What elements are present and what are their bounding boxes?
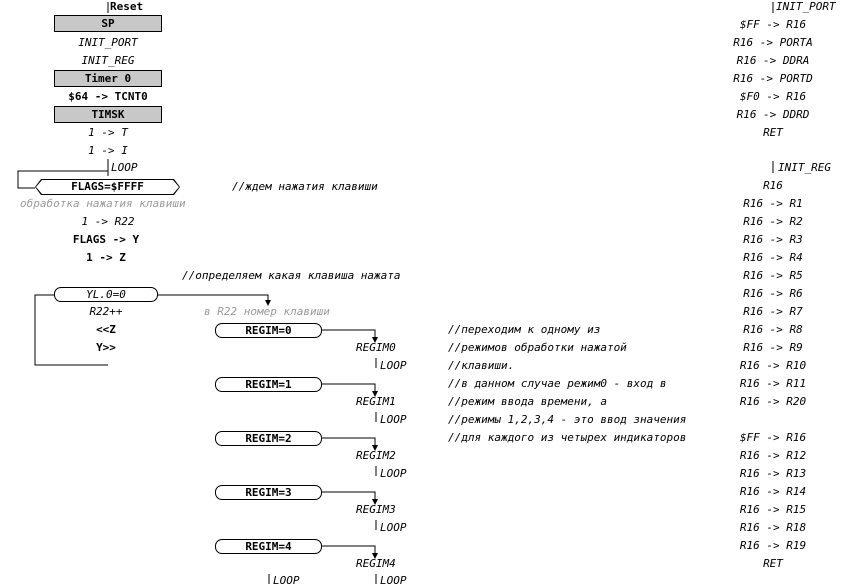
regim4-decision: REGIM=4 (215, 539, 322, 554)
set-z-step: 1 -> Z (86, 251, 126, 264)
flags-comment: //ждем нажатия клавиши (232, 180, 378, 193)
init-reg-line: R16 -> R4 (743, 251, 803, 264)
init-reg-line: R16 -> R11 (739, 377, 807, 390)
flags-check-decision: FLAGS=$FFFF (36, 180, 179, 194)
shift-z-step: <<Z (96, 323, 116, 336)
timer0-block: Timer 0 (54, 70, 162, 87)
reset-label: Reset (110, 0, 144, 13)
comment-line-2: //режимов обработки нажатой (448, 341, 627, 354)
sp-block: SP (54, 15, 162, 32)
init-reg-line: R16 (763, 179, 783, 192)
init-reg-line: $FF -> R16 (739, 431, 807, 444)
regim0-decision: REGIM=0 (215, 323, 322, 338)
set-i-step: 1 -> I (88, 144, 128, 157)
shift-loop-path (34, 294, 108, 366)
comment-line-4: //в данном случае режим0 - вход в (448, 377, 667, 390)
regim2-target: REGIM2 (356, 449, 396, 462)
init-port-title: INIT_PORT (776, 0, 836, 13)
init-reg-line: R16 -> R1 (743, 197, 803, 210)
init-reg-line: R16 -> R2 (743, 215, 803, 228)
regim4-target: REGIM4 (356, 557, 396, 570)
init-reg-title: INIT_REG (778, 161, 831, 174)
regim0-loop: LOOP (380, 359, 407, 372)
set-t-step: 1 -> T (88, 126, 128, 139)
init-reg-line: R16 -> R12 (739, 449, 807, 462)
regim1-loop: LOOP (380, 413, 407, 426)
regim1-decision: REGIM=1 (215, 377, 322, 392)
regim3-target: REGIM3 (356, 503, 396, 516)
shift-y-step: Y>> (96, 341, 116, 354)
which-key-comment: //определяем какая клавиша нажата (182, 269, 401, 282)
flags-to-y-step: FLAGS -> Y (72, 233, 140, 246)
yl-branch-path (158, 294, 269, 305)
init-reg-line: R16 -> R5 (743, 269, 803, 282)
regim0-target: REGIM0 (356, 341, 396, 354)
regim2-decision: REGIM=2 (215, 431, 322, 446)
comment-line-5: //режим ввода времени, а (448, 395, 607, 408)
init-reg-line: R16 -> R6 (743, 287, 803, 300)
comment-line-3: //клавиши. (448, 359, 515, 372)
init-reg-line: R16 -> R20 (739, 395, 807, 408)
timsk-block: TIMSK (54, 106, 162, 123)
regim4-loop: LOOP (380, 574, 407, 587)
init-reg-line: R16 -> R3 (743, 233, 803, 246)
init-reg-line: R16 -> R19 (739, 539, 807, 552)
tcnt0-step: $64 -> TCNT0 (68, 90, 148, 103)
yl-check-decision: YL.0=0 (54, 287, 158, 302)
init-reg-line: R16 -> R13 (739, 467, 807, 480)
comment-line-6: //режимы 1,2,3,4 - это ввод значения (448, 413, 687, 426)
r22-increment-step: R22++ (89, 305, 123, 318)
bottom-loop: LOOP (273, 574, 300, 587)
regime-branches (322, 329, 378, 559)
init-port-line: R16 -> PORTD (733, 72, 813, 85)
yl-check-label: YL.0=0 (86, 288, 126, 301)
regime-loop-arrows (268, 358, 377, 584)
init-reg-line: R16 -> R7 (743, 305, 803, 318)
init-port-line: R16 -> DDRD (736, 108, 810, 121)
init-port-line: $FF -> R16 (739, 18, 807, 31)
init-port-line: R16 -> DDRA (736, 54, 810, 67)
regim3-decision: REGIM=3 (215, 485, 322, 500)
init-reg-line: RET (763, 557, 783, 570)
init-reg-line: R16 -> R8 (743, 323, 803, 336)
init-reg-line: R16 -> R10 (739, 359, 807, 372)
processing-note: обработка нажатия клавиши (20, 197, 186, 210)
regim2-loop: LOOP (380, 467, 407, 480)
loop-label: LOOP (111, 161, 138, 174)
init-port-line: R16 -> PORTA (733, 36, 813, 49)
key-number-note: в R22 номер клавиши (204, 305, 330, 318)
init-port-line: $F0 -> R16 (739, 90, 807, 103)
init-reg-line: R16 -> R18 (739, 521, 807, 534)
regim1-target: REGIM1 (356, 395, 396, 408)
init-reg-line: R16 -> R9 (743, 341, 803, 354)
init-port-line: RET (763, 126, 783, 139)
regim3-loop: LOOP (380, 521, 407, 534)
wait-loop-path (17, 170, 108, 189)
set-r22-step: 1 -> R22 (81, 215, 135, 228)
init-reg-line: R16 -> R14 (739, 485, 807, 498)
comment-line-1: //переходим к одному из (448, 323, 601, 336)
init-reg-line: R16 -> R15 (739, 503, 807, 516)
init-reg-call: INIT_REG (81, 54, 135, 67)
init-port-call: INIT_PORT (78, 36, 138, 49)
comment-line-7: //для каждого из четырех индикаторов (448, 431, 687, 444)
